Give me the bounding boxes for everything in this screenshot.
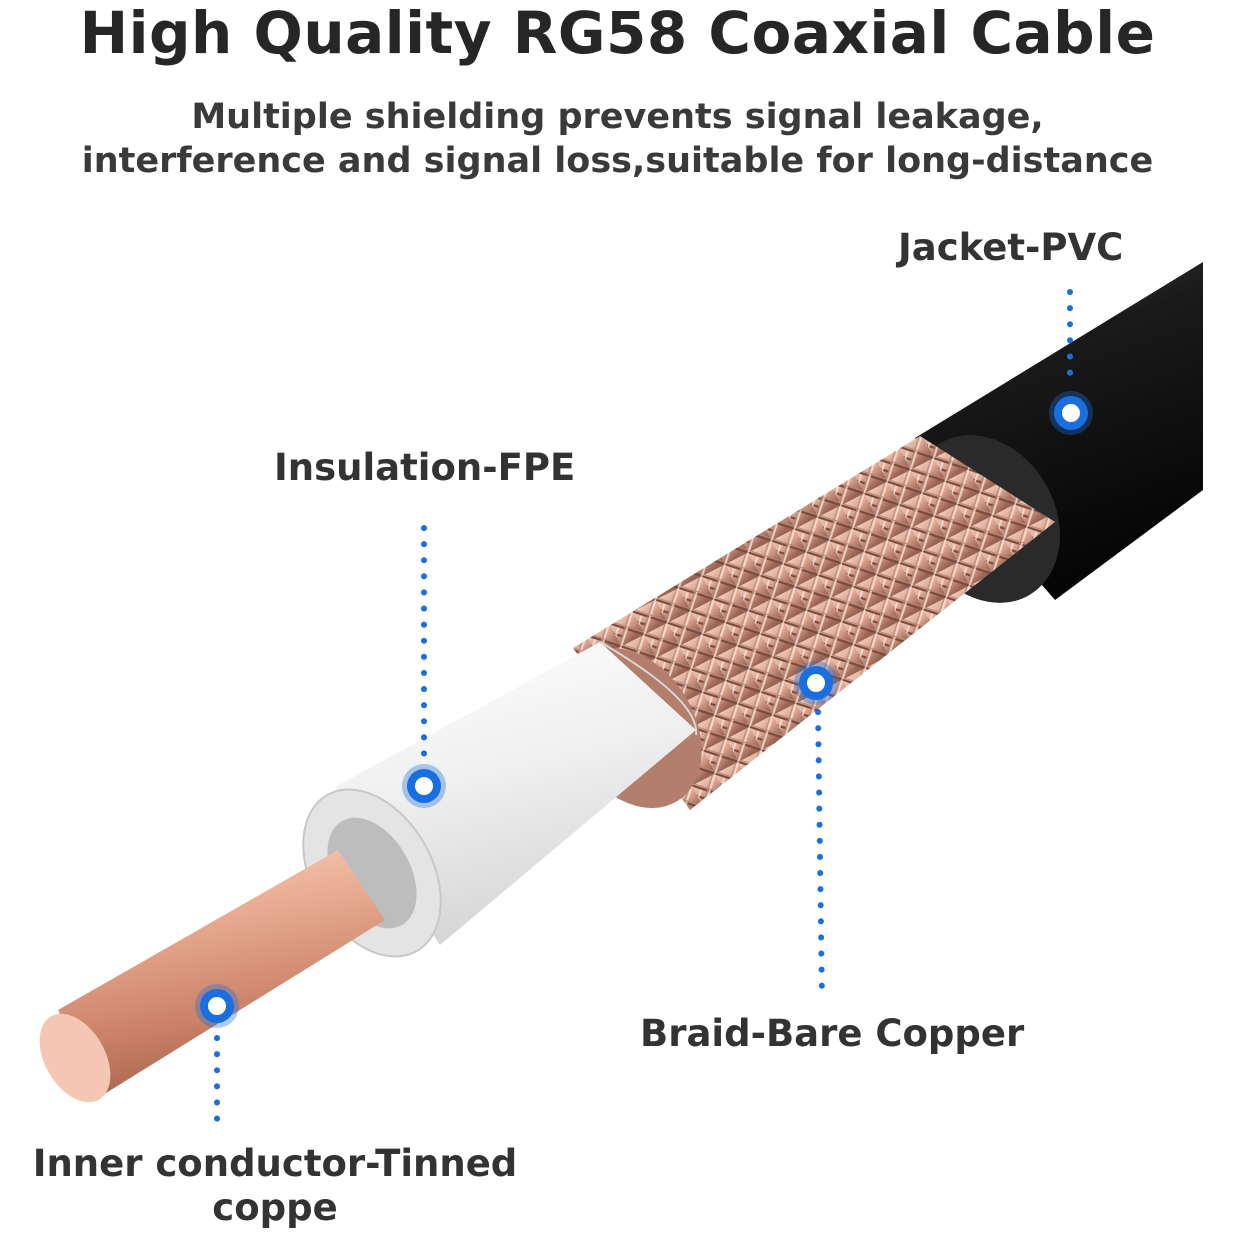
subtitle-line-2: interference and signal loss,suitable fo… xyxy=(81,141,1154,181)
page-title: High Quality RG58 Coaxial Cable xyxy=(79,0,1156,67)
subtitle-line-1: Multiple shielding prevents signal leaka… xyxy=(191,97,1044,137)
marker-braid xyxy=(794,661,838,705)
label-inner-line-2: coppe xyxy=(212,1186,338,1229)
marker-inner xyxy=(195,984,239,1028)
leader-lines xyxy=(214,289,1073,1133)
label-inner-conductor: Inner conductor-Tinned coppe xyxy=(30,1142,520,1230)
label-inner-line-1: Inner conductor-Tinned xyxy=(32,1142,518,1185)
marker-jacket xyxy=(1049,391,1093,435)
page-subtitle: Multiple shielding prevents signal leaka… xyxy=(0,95,1235,183)
marker-insulation xyxy=(402,764,446,808)
leader-braid xyxy=(815,709,825,1003)
label-braid: Braid-Bare Copper xyxy=(640,1012,1025,1055)
label-insulation: Insulation-FPE xyxy=(274,446,576,489)
label-jacket: Jacket-PVC xyxy=(898,226,1124,269)
inner-conductor-segment xyxy=(39,850,385,1103)
